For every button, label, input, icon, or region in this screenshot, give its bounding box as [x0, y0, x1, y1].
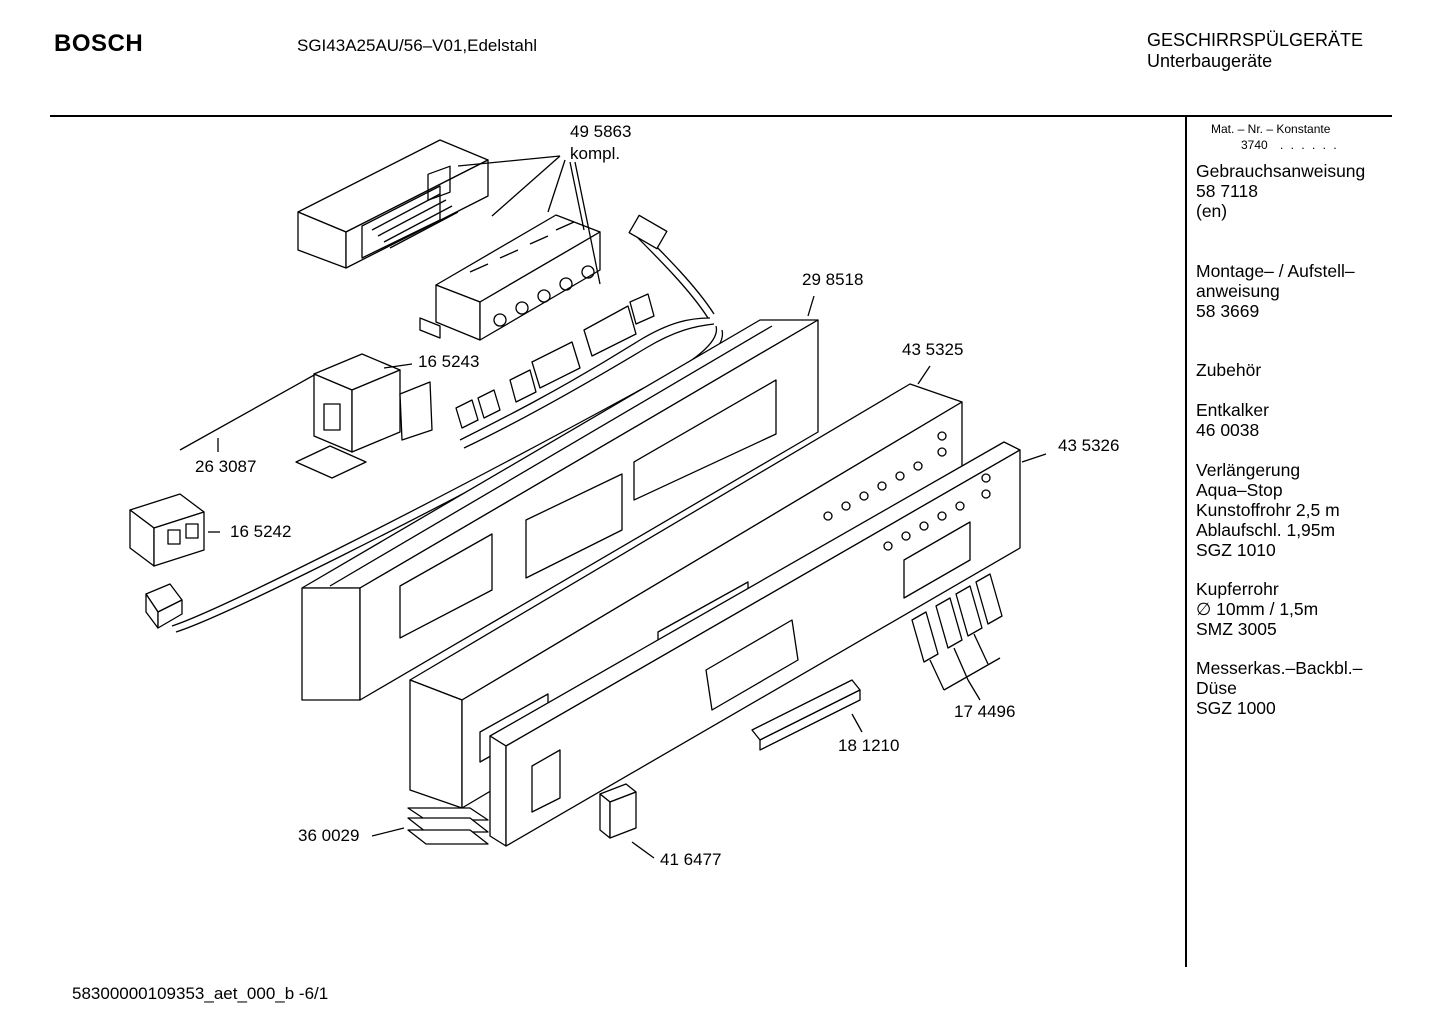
- sidebar-item-line: Messerkas.–Backbl.–: [1196, 658, 1363, 678]
- sidebar-item-line: Kunstoffrohr 2,5 m: [1196, 500, 1340, 520]
- sidebar-item-extension: Verlängerung Aqua–Stop Kunstoffrohr 2,5 …: [1196, 460, 1340, 560]
- part-label-416477: 41 6477: [660, 850, 722, 869]
- sidebar-item-line: SGZ 1000: [1196, 698, 1276, 718]
- document-code: 58300000109353_aet_000_b -6/1: [72, 984, 329, 1003]
- exploded-parts-drawing: [129, 139, 1047, 859]
- leader-298518: [807, 295, 815, 317]
- model-title: SGI43A25AU/56–V01,Edelstahl: [297, 36, 538, 55]
- part-label-165243: 16 5243: [418, 352, 480, 371]
- sidebar-item-accessories: Zubehör: [1196, 360, 1261, 380]
- leader-435325: [917, 365, 931, 385]
- brand-logo: BOSCH: [54, 30, 144, 57]
- part-label-181210: 18 1210: [838, 736, 900, 755]
- sidebar-item-line: Entkalker: [1196, 400, 1269, 420]
- leader-360029: [371, 827, 405, 837]
- sidebar-item-line: (en): [1196, 201, 1228, 221]
- leader-416477: [631, 841, 655, 859]
- sidebar-item-line: Ablaufschl. 1,95m: [1196, 520, 1336, 540]
- part-label-360029: 36 0029: [298, 826, 360, 845]
- sidebar-item-line: anweisung: [1196, 281, 1280, 301]
- sidebar-item-line: Zubehör: [1196, 360, 1262, 380]
- sidebar-item-line: Gebrauchsanweisung: [1196, 161, 1366, 181]
- cable-263087: [179, 373, 317, 452]
- sidebar-item-line: 58 3669: [1196, 301, 1260, 321]
- part-label-165242: 16 5242: [230, 522, 292, 541]
- part-label-435325: 43 5325: [902, 340, 964, 359]
- sidebar-divider: [1185, 117, 1187, 967]
- control-board-rear: [297, 139, 489, 269]
- button-416477: [599, 783, 637, 839]
- category-subtitle: Unterbaugeräte: [1147, 51, 1273, 71]
- sidebar-item-line: ∅ 10mm / 1,5m: [1196, 599, 1319, 619]
- sidebar-item-line: Montage– / Aufstell–: [1196, 261, 1355, 281]
- sidebar-item-descaler: Entkalker 46 0038: [1196, 400, 1269, 440]
- sidebar-item-line: Aqua–Stop: [1196, 480, 1283, 500]
- keys-174496: [911, 573, 1003, 663]
- sidebar-item-line: 58 7118: [1196, 181, 1258, 201]
- sidebar-item-manual: Gebrauchsanweisung 58 7118 (en): [1196, 161, 1365, 221]
- seal-360029: [407, 807, 489, 845]
- mat-number-value: 3740: [1241, 138, 1268, 152]
- part-label-298518: 29 8518: [802, 270, 864, 289]
- part-label-495863-note: kompl.: [570, 144, 621, 163]
- module-165242: [129, 493, 205, 567]
- sidebar-item-line: Kupferrohr: [1196, 579, 1279, 599]
- front-cover-435326: [489, 441, 1021, 847]
- frame-298518: [301, 319, 819, 701]
- leader-495863: [457, 155, 601, 285]
- leader-165243: [383, 363, 413, 369]
- sidebar-item-line: Düse: [1196, 678, 1237, 698]
- sidebar-item-installation: Montage– / Aufstell– anweisung 58 3669: [1196, 261, 1355, 321]
- header-divider: [50, 115, 1392, 117]
- sidebar-item-line: Verlängerung: [1196, 460, 1301, 480]
- mat-number-label: Mat. – Nr. – Konstante: [1211, 122, 1331, 136]
- bracket-165243: [295, 353, 433, 479]
- leader-435326: [1021, 453, 1047, 463]
- control-board-front: [419, 214, 601, 341]
- leader-174496: [929, 633, 1001, 701]
- sidebar-item-nozzle: Messerkas.–Backbl.– Düse SGZ 1000: [1196, 658, 1362, 718]
- part-label-263087: 26 3087: [195, 457, 257, 476]
- sidebar-item-line: SMZ 3005: [1196, 619, 1277, 639]
- strip-181210: [751, 679, 861, 751]
- category-title: GESCHIRRSPÜLGERÄTE: [1147, 30, 1364, 50]
- wiring-harness: [455, 214, 715, 449]
- part-label-435326: 43 5326: [1058, 436, 1120, 455]
- part-label-495863: 49 5863: [570, 122, 632, 141]
- mat-number-dots: . . . . . .: [1280, 138, 1339, 152]
- sidebar-item-line: 46 0038: [1196, 420, 1260, 440]
- sidebar-item-line: SGZ 1010: [1196, 540, 1276, 560]
- leader-181210: [851, 713, 863, 733]
- sidebar-item-copper-pipe: Kupferrohr ∅ 10mm / 1,5m SMZ 3005: [1196, 579, 1318, 639]
- part-label-174496: 17 4496: [954, 702, 1016, 721]
